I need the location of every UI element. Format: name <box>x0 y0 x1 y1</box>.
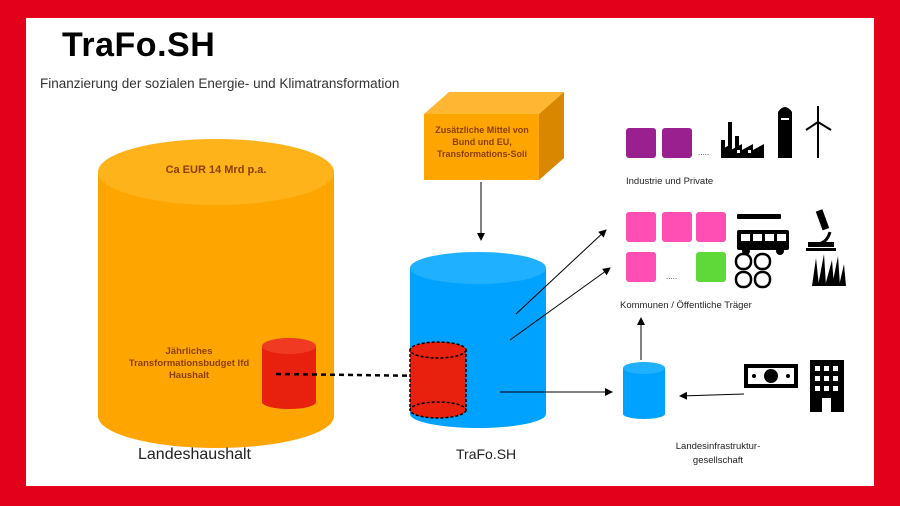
microscope-icon <box>806 209 836 251</box>
money-icon <box>744 364 798 388</box>
trafo-to-municipal-arrow <box>509 267 611 341</box>
municipal-square <box>696 212 726 242</box>
infra-cylinder <box>623 362 665 419</box>
industry-square <box>662 128 692 158</box>
municipal-square <box>626 252 656 282</box>
grass-icon <box>812 254 846 286</box>
trafo-cylinder <box>410 252 546 428</box>
page-subtitle: Finanzierung der sozialen Energie- und K… <box>40 76 400 91</box>
trafo-name: TraFo.SH <box>456 446 517 462</box>
municipal-square <box>662 212 692 242</box>
industry-square <box>626 128 656 158</box>
additional-funds-label: Zusätzliche Mittel von Bund und EU, Tran… <box>435 125 529 159</box>
industry-dots: ..... <box>698 148 710 157</box>
trafo-budget-cylinder <box>409 341 467 419</box>
industry-label: Industrie und Private <box>626 176 714 187</box>
page-title: TraFo.SH <box>62 26 216 64</box>
wind-turbine-icon <box>805 106 832 158</box>
bus-icon <box>737 214 789 255</box>
quatrefoil-icon <box>734 252 772 289</box>
budget-label: Jährliches Transformationsbudget lfd Hau… <box>128 346 250 381</box>
slide: TraFo.SH Finanzierung der sozialen Energ… <box>26 18 874 486</box>
infra-name: Landesinfrastruktur-gesellschaft <box>675 441 761 466</box>
silo-icon <box>778 107 792 158</box>
landeshaushalt-amount: Ca EUR 14 Mrd p.a. <box>165 164 267 176</box>
additional-funds-box <box>424 92 564 180</box>
municipal-label: Kommunen / Öffentliche Träger <box>620 300 752 311</box>
trafo-to-industry-arrow <box>515 229 607 315</box>
municipal-square <box>626 212 656 242</box>
diagram-canvas <box>98 92 846 448</box>
municipal-square <box>696 252 726 282</box>
factory-icon <box>721 122 764 158</box>
building-icon <box>810 360 844 412</box>
budget-transfer-arrow <box>275 365 435 386</box>
municipal-dots: ..... <box>666 272 678 281</box>
landeshaushalt-name: Landeshaushalt <box>138 446 251 463</box>
money-to-infra-arrow <box>679 391 745 400</box>
